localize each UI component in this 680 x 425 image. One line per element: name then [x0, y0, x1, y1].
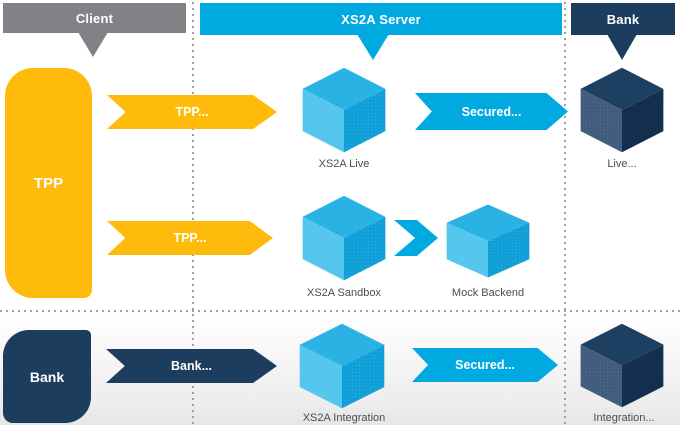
cube-face-left	[580, 344, 622, 408]
xs2a-sandbox-caption: XS2A Sandbox	[306, 287, 381, 299]
cube-face-right	[344, 216, 386, 281]
bank-live-caption: Live...	[607, 158, 637, 170]
bank-request-arrow-integration: Bank...	[106, 349, 277, 383]
lane-header-bank-label: Bank	[606, 11, 640, 27]
xs2a-live-cube	[302, 67, 386, 153]
cube-face-left	[299, 344, 342, 409]
sandbox-to-mock-chevron-arrow	[394, 220, 438, 256]
tpp-request-arrow-sandbox: TPP...	[107, 221, 273, 255]
tpp-request-arrow-live-label: TPP...	[175, 105, 209, 119]
secured-arrow-live-label: Secured...	[461, 104, 522, 119]
xs2a-integration-caption: XS2A Integration	[302, 412, 386, 424]
bank-request-arrow-integration-label: Bank...	[171, 359, 212, 373]
cube-face-right	[342, 344, 385, 409]
lane-pointer-client	[78, 32, 108, 57]
bank-actor-label: Bank	[29, 368, 65, 385]
cube-face-left	[302, 88, 344, 153]
xs2a-sandbox-cube	[302, 195, 386, 281]
bank-integration-caption: Integration...	[593, 412, 655, 424]
cube-face-top	[580, 67, 664, 110]
secured-arrow-integration-label: Secured...	[455, 358, 515, 372]
lane-header-client: Client	[3, 3, 186, 33]
mock-backend-cube	[446, 204, 530, 278]
lane-divider-server-bank	[564, 2, 566, 425]
lane-header-client-label: Client	[75, 10, 114, 26]
xs2a-integration-cube	[299, 323, 385, 409]
lane-pointer-xs2a-server	[357, 34, 389, 60]
xs2a-live-caption: XS2A Live	[318, 158, 370, 170]
bank-integration-cube	[580, 323, 664, 408]
mock-backend-caption: Mock Backend	[451, 287, 525, 299]
cube-face-top	[580, 323, 664, 366]
tpp-actor-label: TPP	[33, 174, 64, 192]
cube-face-right	[344, 88, 386, 153]
secured-arrow-integration: Secured...	[412, 348, 558, 382]
bank-live-cube	[580, 67, 664, 153]
secured-arrow-live: Secured...	[415, 93, 568, 130]
cube-face-left	[302, 216, 344, 281]
cube-face-left	[446, 222, 488, 278]
bank-actor-shape: Bank	[3, 330, 91, 423]
lane-pointer-bank	[607, 34, 637, 60]
row-divider-integration	[0, 310, 680, 312]
cube-face-top	[302, 195, 386, 238]
tpp-request-arrow-sandbox-label: TPP...	[173, 231, 207, 245]
lane-divider-client-server	[192, 2, 194, 425]
lane-header-xs2a-server-label: XS2A Server	[341, 11, 421, 27]
lane-header-bank: Bank	[571, 3, 675, 35]
cube-face-top	[302, 67, 386, 110]
tpp-request-arrow-live: TPP...	[107, 95, 277, 129]
lane-header-xs2a-server: XS2A Server	[200, 3, 562, 35]
tpp-actor-shape: TPP	[5, 68, 92, 298]
